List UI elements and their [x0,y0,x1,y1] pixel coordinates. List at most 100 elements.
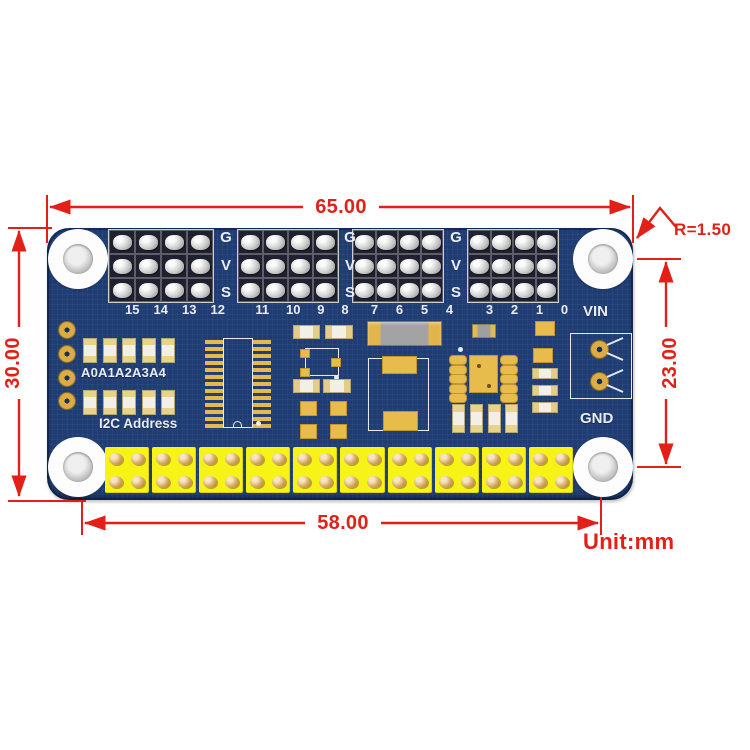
smd-resistor [102,390,117,415]
gpio-pin [319,452,334,465]
servo-pin-number: 0 [560,302,569,317]
smd-resistor [325,325,353,339]
soic-pad [500,383,518,394]
gvs-letter: V [220,256,231,274]
gpio-pin [250,475,265,488]
ic-pad [205,375,223,379]
gpio-pin [203,452,218,465]
gpio-pin [272,475,287,488]
smd-resistor [102,338,117,363]
gvs-letter: G [344,229,356,246]
servo-header-cell [468,278,491,302]
servo-pin [377,282,397,298]
ic-pin1-notch [233,421,242,427]
smd-pad [330,424,347,439]
smd-resistor [293,325,320,339]
servo-header-cell [375,278,398,302]
servo-pin [354,234,374,250]
servo-header-cell [161,230,187,254]
gvs-letter: G [220,229,232,246]
gpio-pin [413,475,428,488]
servo-pin [514,282,534,298]
through-hole [59,370,75,386]
servo-pin-number: 3 [485,302,494,317]
chip-marking-dot [487,384,491,388]
servo-pin [514,234,534,250]
ic-pad [253,361,271,365]
ic-pad [253,424,271,428]
servo-pin [190,258,210,274]
servo-pin [291,282,310,298]
servo-header-cell [420,278,443,302]
servo-header-cell [535,230,558,254]
servo-header-cell [353,230,376,254]
servo-pin [266,258,285,274]
gpio-pin [131,475,146,488]
servo-pin [537,282,557,298]
gpio-pin [460,475,475,488]
through-hole [59,346,75,362]
ic-pad [253,340,271,344]
gpio-pin [413,452,428,465]
dim-width-label: 65.00 [303,194,379,220]
servo-header-cell [353,254,376,278]
gpio-pin [391,452,406,465]
gpio-header-block [293,447,338,493]
servo-header-cell [288,254,313,278]
servo-pin [492,234,512,250]
gpio-pin [272,452,287,465]
gpio-header-block [434,447,479,493]
smd-pad [535,321,555,336]
address-pins-label: A0A1A2A3A4 [81,365,167,380]
soic-pad [500,364,518,375]
gpio-pin [109,475,124,488]
ic-body-outline [223,338,253,428]
dim-bottom-span-label: 58.00 [305,510,381,536]
servo-header-cell [375,230,398,254]
servo-header-cell [468,230,491,254]
servo-pin [492,258,512,274]
servo-pin [164,234,184,250]
servo-pin-number: 11 [255,302,270,317]
gpio-pin [366,475,381,488]
gpio-pin [156,475,171,488]
smd-pad [300,368,310,377]
servo-pin [241,282,260,298]
gpio-pin [554,452,569,465]
smd-capacitor [367,321,442,346]
ic-pad [205,417,223,421]
i2c-address-label: I2C Address [99,416,178,431]
servo-pin [138,258,158,274]
servo-pin [291,234,310,250]
ic-pad-column [205,340,223,428]
ic-pad [253,410,271,414]
ic-pad [253,368,271,372]
smd-resistor [532,368,558,379]
smd-resistor [532,385,558,396]
servo-header-cell [513,254,536,278]
soic-pad [449,383,467,394]
gpio-pin [485,452,500,465]
servo-pin [422,282,442,298]
servo-header-cell [420,254,443,278]
smd-resistor [293,379,320,393]
mounting-hole-bottom-left [48,437,108,497]
servo-pin [112,234,132,250]
servo-pin [241,258,260,274]
soic-pad [449,393,467,404]
servo-header-cell [398,278,421,302]
ic-pad [253,375,271,379]
servo-header-cell [135,278,161,302]
gpio-pin [391,475,406,488]
gpio-header-block [246,447,291,493]
unit-label: Unit:mm [583,529,675,554]
through-hole [59,322,75,338]
servo-header-cell [288,278,313,302]
smd-resistor [452,404,465,433]
servo-header-cell [513,278,536,302]
servo-pin [422,234,442,250]
gpio-pin [554,475,569,488]
ic-pad [205,340,223,344]
